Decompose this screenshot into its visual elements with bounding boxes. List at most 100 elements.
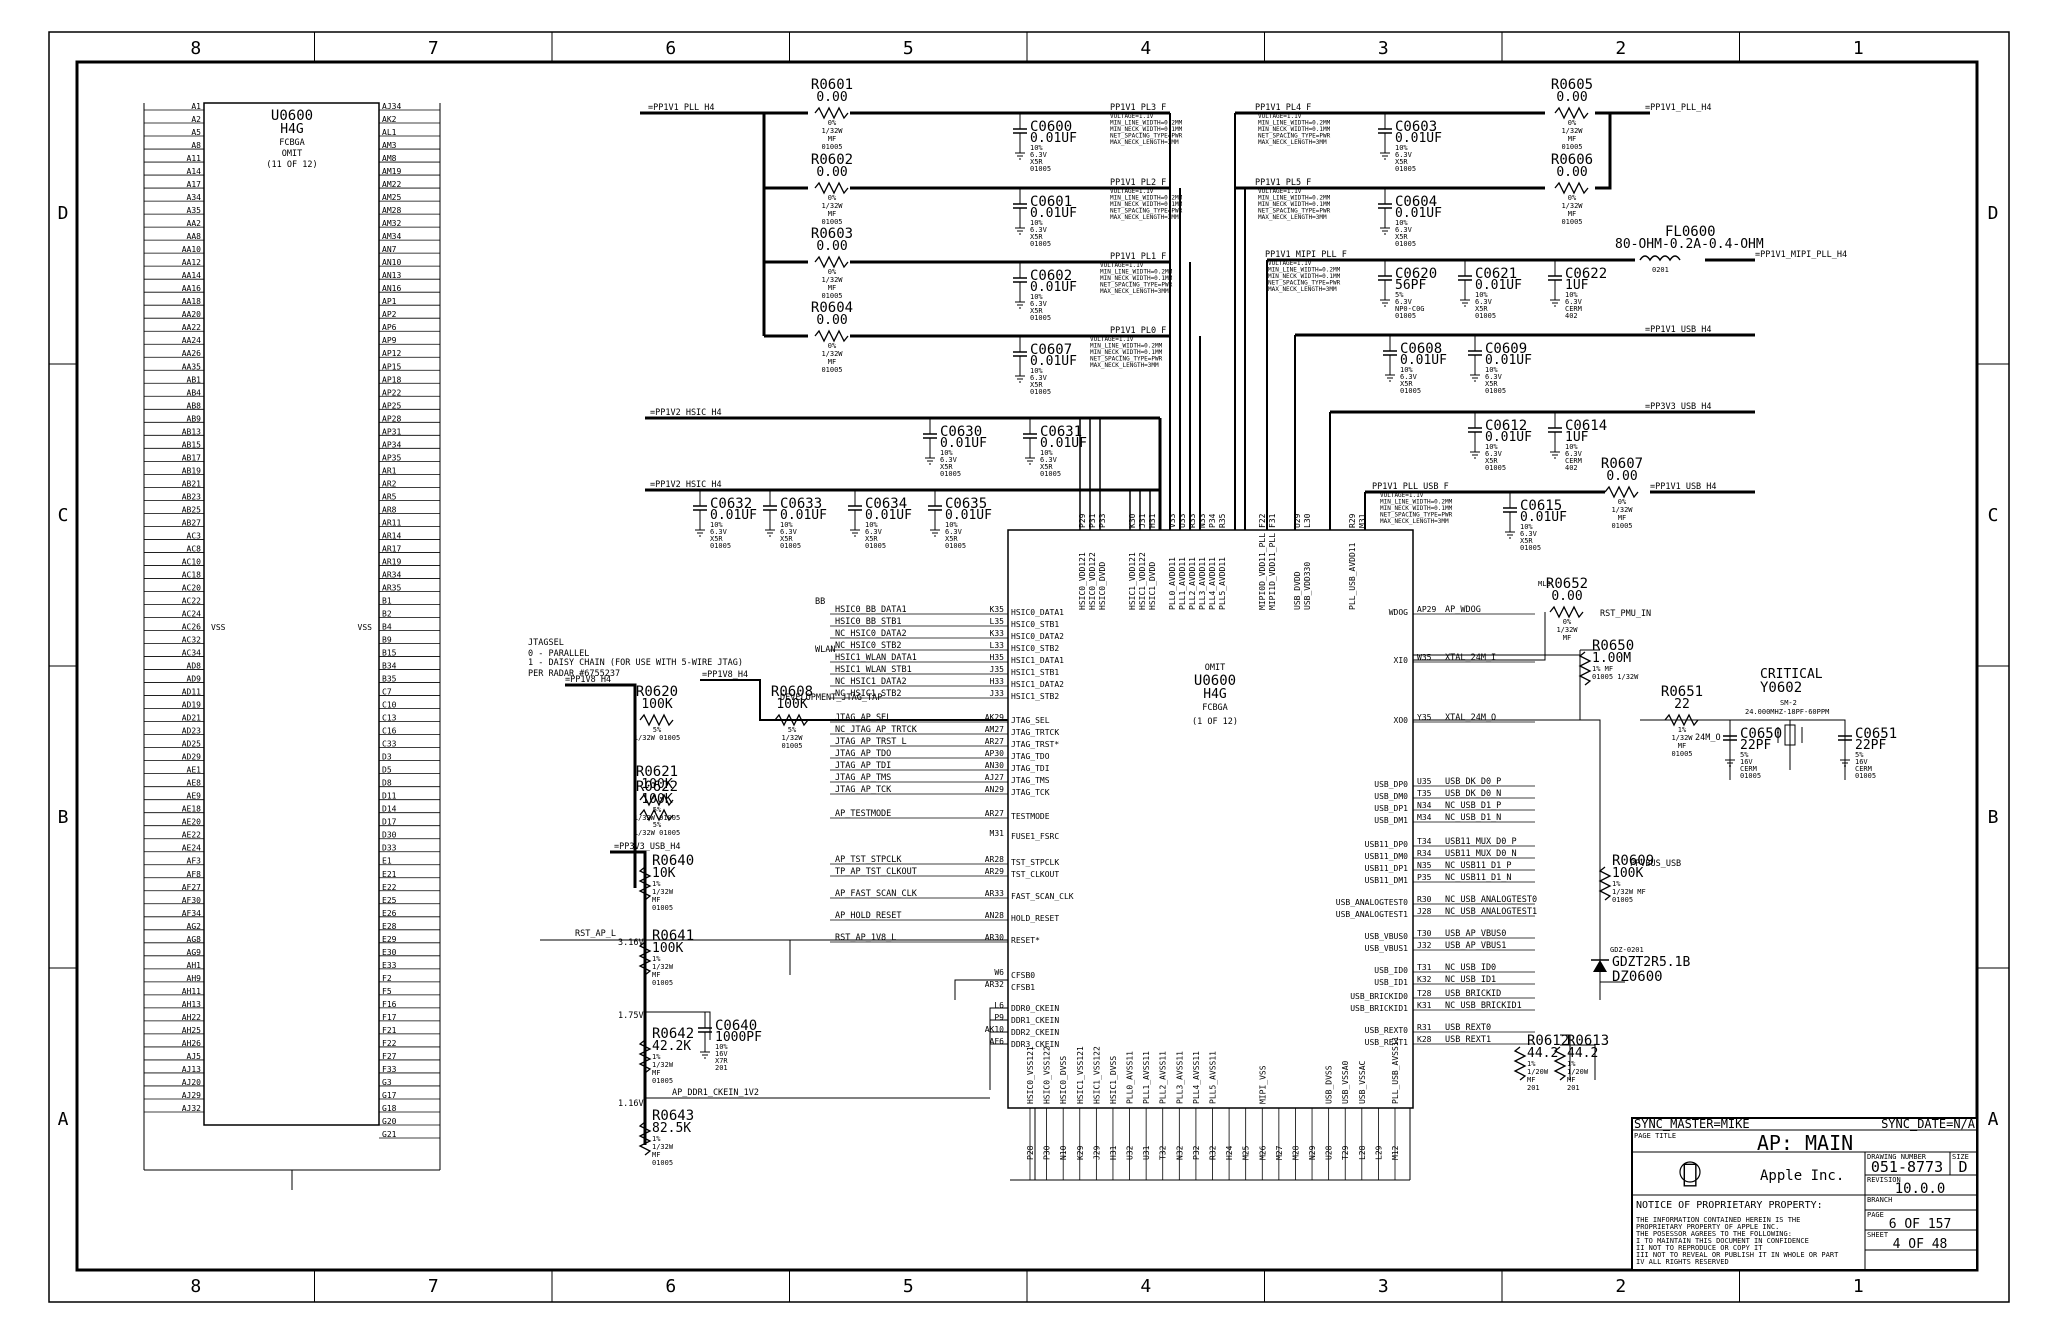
resistor-ref: R0651 [1661, 684, 1703, 700]
conn-left-pin: AE24 [182, 844, 201, 853]
left-signal-ball: K35 [990, 605, 1005, 614]
left-signal-pin: HSIC1_STB2 [1011, 692, 1059, 701]
right-signal-ball: N35 [1417, 861, 1432, 870]
left-signal-pin: HSIC0_STB1 [1011, 620, 1059, 629]
cap-spec: X5R [1485, 380, 1498, 388]
left-signal-pin: JTAG_TCK [1011, 788, 1050, 797]
cap-spec: 10% [1395, 144, 1408, 152]
resistor-spec: 1% [652, 880, 661, 888]
resistor-spec: MF [1568, 210, 1576, 218]
conn-right-pin: D8 [382, 779, 392, 788]
left-signal-ball: AK10 [985, 1025, 1004, 1034]
right-signal-pin: USB_ANALOGTEST0 [1336, 898, 1408, 907]
top-pin-ball: K30 [1128, 513, 1137, 528]
cap-spec: 16V [1855, 758, 1868, 766]
net-rule-line: NET_SPACING_TYPE=PWR [1090, 356, 1163, 363]
right-signal-ball: R34 [1417, 849, 1432, 858]
left-signal-ball: AF6 [990, 1037, 1005, 1046]
net-rule-line: NET_SPACING_TYPE=PWR [1380, 512, 1453, 519]
conn-right-pin: AR19 [382, 557, 401, 566]
conn-right-pin: AM8 [382, 154, 397, 163]
left-signal-ball: AR29 [985, 867, 1004, 876]
bottom-pin-name: PLL4_AVSS11 [1192, 1051, 1201, 1104]
resistor-spec: 01005 [1611, 522, 1632, 530]
conn-left-pin: AB27 [182, 518, 201, 527]
tb-branch-lbl: BRANCH [1867, 1196, 1892, 1204]
resistor-spec: 01005 [821, 218, 842, 226]
left-signal-net: AP_HOLD_RESET [835, 911, 902, 921]
resistor-spec: 0% [1563, 618, 1572, 626]
conn-left-pin: AD21 [182, 714, 201, 723]
resistor-spec: MF [652, 896, 660, 904]
resistor-spec: 1/32W [821, 127, 843, 135]
cap-spec: 6.3V [1485, 450, 1503, 458]
tb-n3: THE POSESSOR AGREES TO THE FOLLOWING: [1636, 1230, 1792, 1238]
left-signal-ball: AR32 [985, 980, 1004, 989]
net-rule-line: VOLTAGE=1.1V [1110, 188, 1154, 195]
net-rule-line: MIN_LINE_WIDTH=0.2MM [1258, 195, 1331, 202]
conn-right-pin: C7 [382, 688, 392, 697]
resistor-spec: 01005 [652, 1159, 673, 1167]
conn-left-pin: A34 [187, 193, 202, 202]
cap-ref: C0602 [1030, 268, 1072, 284]
conn-left-pin: AJ20 [182, 1078, 201, 1087]
right-signal-ball: U35 [1417, 777, 1432, 786]
left-signal-net: NC_HSIC0_STB2 [835, 641, 902, 651]
net-rule-line: MAX_NECK_LENGTH=3MM [1380, 518, 1449, 525]
resistor-spec: 1/32W 01005 [634, 829, 680, 837]
resistor-zigzag [1553, 1046, 1567, 1081]
bottom-pin-ball: N10 [1059, 1145, 1068, 1160]
net-rule-block: VOLTAGE=1.1VMIN_LINE_WIDTH=0.2MMMIN_NECK… [1110, 113, 1183, 146]
left-signal-ball: J35 [990, 665, 1005, 674]
bottom-pin-ball: H31 [1109, 1145, 1118, 1160]
cap-spec: X5R [1395, 233, 1408, 241]
jtag-title: JTAGSEL [528, 638, 564, 648]
right-signal-net: USB_DK_D0_P [1445, 777, 1501, 787]
resistor-zigzag [638, 866, 652, 901]
conn-right-pin: AK2 [382, 115, 397, 124]
cap-value: 56PF [1395, 278, 1426, 293]
resistor-value: 100K [641, 697, 672, 712]
conn-left-pin: AH1 [187, 961, 202, 970]
zone-col-top: 5 [903, 38, 914, 59]
left-signal-ball: P9 [994, 1013, 1004, 1022]
left-signal-pin: HSIC0_DATA1 [1011, 608, 1064, 617]
cap-spec: 01005 [710, 542, 731, 550]
resistor-ref: R0620 [636, 684, 678, 700]
conn-left-pin: A17 [187, 180, 202, 189]
resistor-spec: 1/32W [652, 1143, 674, 1151]
resistor-spec: 1% [652, 955, 661, 963]
cap-spec: 01005 [1395, 240, 1416, 248]
right-signal-ball: N34 [1417, 801, 1432, 810]
resistor-spec: 0% [828, 119, 837, 127]
right-signal-ball: T31 [1417, 963, 1432, 972]
bottom-pin-name: HSIC1_VSS121 [1076, 1046, 1085, 1104]
zone-col-bottom: 7 [428, 1276, 439, 1297]
resistor-value: 22 [1674, 697, 1690, 712]
cap-spec: 10% [945, 521, 958, 529]
zone-col-bottom: 4 [1140, 1276, 1151, 1297]
cap-ref: C0609 [1485, 341, 1527, 357]
cap-spec: 6.3V [945, 528, 963, 536]
conn-right-pin: E30 [382, 948, 397, 957]
conn-right-pin: B15 [382, 649, 397, 658]
conn-pkg: FCBGA [279, 138, 305, 148]
cap-spec: 10% [1040, 449, 1053, 457]
conn-right-pin: E21 [382, 870, 397, 879]
resistor-spec: MF [1678, 742, 1686, 750]
v175: 1.75V [618, 1011, 644, 1021]
right-signal-ball: K32 [1417, 975, 1432, 984]
ground-icon [1505, 531, 1515, 539]
right-signal-net: NC_USB_BRICKID1 [1445, 1001, 1522, 1011]
